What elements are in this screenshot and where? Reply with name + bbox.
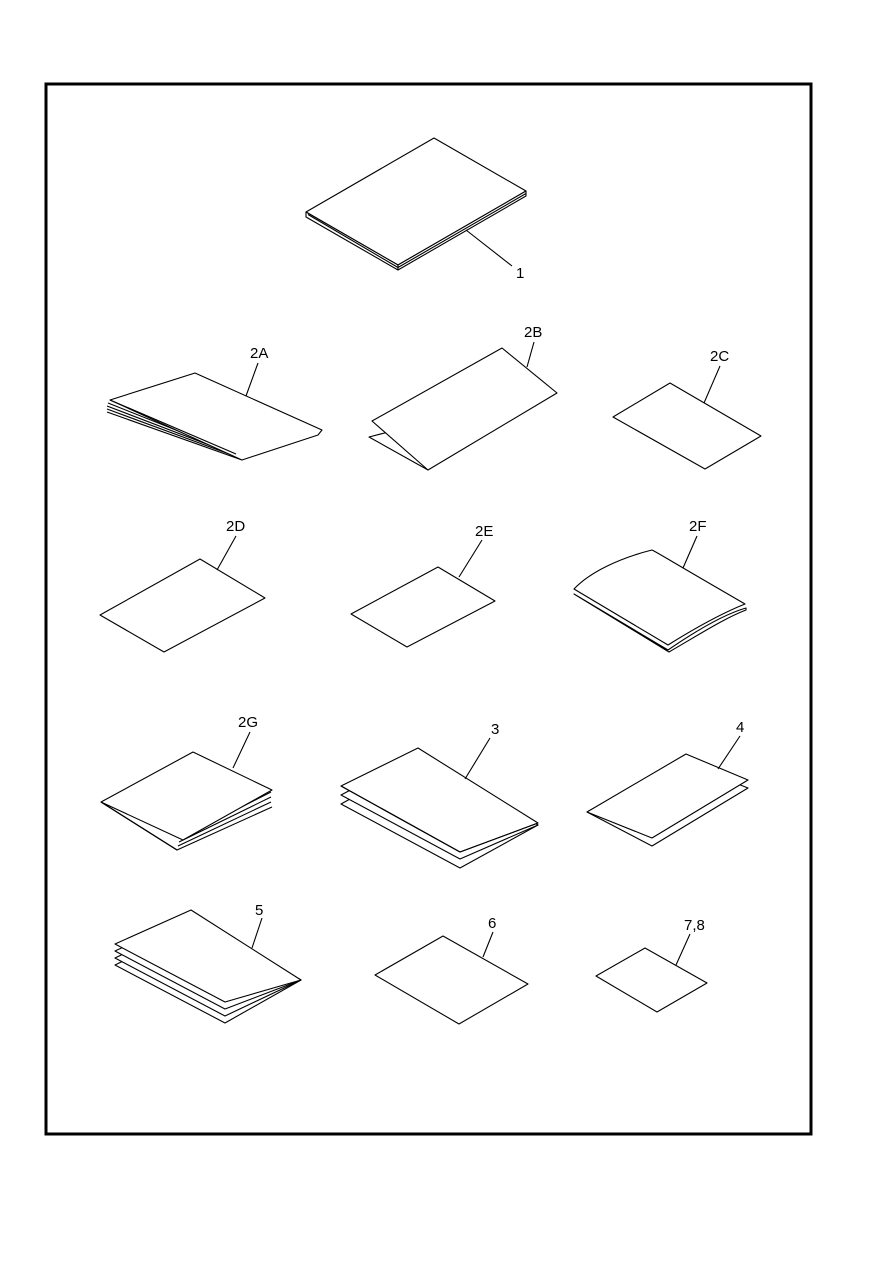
leader-2d xyxy=(216,535,237,571)
part-2e-sheet: 2E xyxy=(350,523,496,648)
callout-2a: 2A xyxy=(250,345,268,362)
part-2g-folded-booklet: 2G xyxy=(100,714,273,851)
part-2f-folded-booklet: 2F xyxy=(573,518,747,653)
leader-7-8 xyxy=(675,933,691,966)
part-2d-sheet: 2D xyxy=(99,518,266,653)
part-4-folded-sheet: 4 xyxy=(586,719,749,847)
callout-2e: 2E xyxy=(475,523,493,540)
callout-3: 3 xyxy=(491,721,499,738)
leader-5 xyxy=(251,917,263,949)
leader-1 xyxy=(465,229,513,267)
part-5-booklets: 5 xyxy=(114,902,302,1024)
callout-4: 4 xyxy=(736,719,744,736)
part-2a-folded-booklet: 2A xyxy=(106,345,323,461)
callout-6: 6 xyxy=(488,915,496,932)
callout-2b: 2B xyxy=(524,324,542,341)
leader-2b xyxy=(526,341,535,368)
part-1-manual: 1 xyxy=(305,137,527,282)
callout-2f: 2F xyxy=(689,518,707,535)
leader-4 xyxy=(717,735,741,770)
part-7-8-sheet: 7,8 xyxy=(595,917,708,1013)
callout-7-8: 7,8 xyxy=(684,917,705,934)
callout-2d: 2D xyxy=(226,518,245,535)
part-2c-sheet: 2C xyxy=(612,348,762,470)
part-6-sheet: 6 xyxy=(374,915,529,1025)
callout-2c: 2C xyxy=(710,348,729,365)
leader-2e xyxy=(458,539,483,578)
leader-6 xyxy=(482,931,494,958)
part-2b-open-leaflet: 2B xyxy=(368,324,558,471)
leader-2f xyxy=(682,535,698,569)
callout-2g: 2G xyxy=(238,714,258,731)
leader-2g xyxy=(232,731,251,769)
leader-2a xyxy=(245,362,259,397)
part-3-booklets: 3 xyxy=(340,721,539,869)
leader-3 xyxy=(464,737,491,780)
callout-1: 1 xyxy=(516,265,524,282)
callout-5: 5 xyxy=(255,902,263,919)
leader-2c xyxy=(703,365,721,404)
diagram-frame xyxy=(44,82,813,1136)
